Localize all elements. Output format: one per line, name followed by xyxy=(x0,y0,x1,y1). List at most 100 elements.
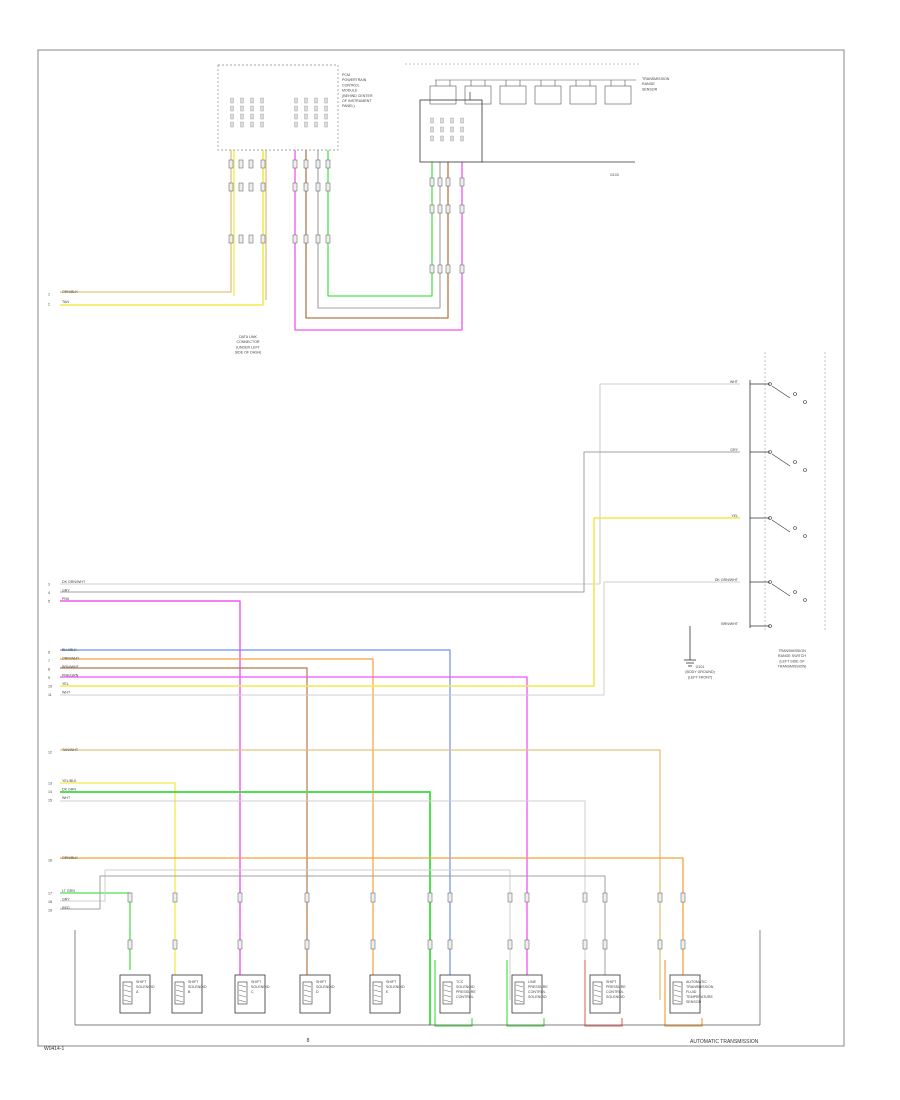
coil-turn xyxy=(175,994,184,998)
component-label-line: SOLENOID xyxy=(386,985,405,989)
pin-mark xyxy=(250,97,254,104)
coil-turn xyxy=(373,999,382,1003)
pin-mark xyxy=(314,113,318,120)
connector-mark xyxy=(602,892,608,903)
coil-turn xyxy=(593,999,602,1003)
component-coil xyxy=(122,981,133,1005)
component-label-line: AUTOMATIC xyxy=(686,980,707,984)
wire-label: ORN/WHT xyxy=(62,657,80,661)
pin-mark xyxy=(304,113,308,120)
connector-mark xyxy=(524,892,530,903)
pin-mark xyxy=(230,105,234,112)
pin-mark xyxy=(250,113,254,120)
connector-mark xyxy=(303,234,309,244)
connector-mark xyxy=(325,159,331,169)
component-label-line: SOLENOID xyxy=(188,985,207,989)
connector-mark xyxy=(292,159,298,169)
component-coil xyxy=(672,981,683,1005)
component-coil xyxy=(592,981,603,1005)
wire-gry xyxy=(60,451,740,593)
coil-turn xyxy=(303,999,312,1003)
coil-turn xyxy=(175,999,184,1003)
switch-contact xyxy=(768,624,772,628)
pin-number: 14 xyxy=(48,790,52,794)
connector-mark xyxy=(238,234,244,244)
switch-contact xyxy=(793,590,797,594)
wire-label: DK GRN xyxy=(62,788,76,792)
switch-cell xyxy=(569,85,597,105)
wire-blu-blk xyxy=(60,649,451,1000)
component-label-line: SHIFT xyxy=(136,980,147,984)
pin-number: 2 xyxy=(48,303,50,307)
coil-turn xyxy=(673,994,682,998)
connector-mark xyxy=(445,204,451,214)
switch-contact xyxy=(768,450,772,454)
range-switch-wire-label: WHT xyxy=(730,380,739,384)
component-label-line: LINE xyxy=(528,980,537,984)
connector-mark xyxy=(315,182,321,192)
component-label-line: TCC xyxy=(456,980,464,984)
connector-mark xyxy=(237,939,243,950)
pin-number: 5 xyxy=(48,600,50,604)
component-label-line: SOLENOID xyxy=(251,985,270,989)
pin-mark xyxy=(294,97,298,104)
wire-label: DK GRN/WHT xyxy=(62,580,86,584)
pin-mark xyxy=(304,105,308,112)
pin-mark xyxy=(260,121,264,128)
connector-mark xyxy=(447,892,453,903)
coil-turn xyxy=(303,984,312,988)
connector-mark xyxy=(304,892,310,903)
component-label-line: SHIFT xyxy=(606,980,617,984)
component-label-line: PRESSURE xyxy=(528,985,548,989)
pin-mark xyxy=(324,121,328,128)
wire-grn-loop xyxy=(327,150,433,297)
wire-label: ORN/BLK xyxy=(62,856,78,860)
component-label-line: SOLENOID xyxy=(606,995,625,999)
wire-dkgrn-wht xyxy=(60,383,740,585)
component-label-line: PRESSURE xyxy=(456,990,476,994)
ground-label: G103 xyxy=(610,173,619,177)
pcm-label-line: PCM xyxy=(342,73,350,77)
wire-red xyxy=(60,875,606,1000)
switch-blade xyxy=(771,519,791,533)
coil-turn xyxy=(443,989,452,993)
pin-mark xyxy=(440,126,444,133)
pin-mark xyxy=(260,97,264,104)
pin-mark xyxy=(250,105,254,112)
footer-left-code: W0414-1 xyxy=(44,1046,65,1052)
wire-orn-wht xyxy=(60,658,374,1000)
switch-contact xyxy=(768,516,772,520)
connector-mark xyxy=(248,182,254,192)
component-label-line: CONTROL xyxy=(606,990,624,994)
range-switch-label-line: TRANSMISSION) xyxy=(778,665,807,669)
connector-mark xyxy=(228,182,234,192)
pin-mark xyxy=(430,117,434,124)
pcm-label-line: POWERTRAIN xyxy=(342,78,367,82)
component-coil xyxy=(372,981,383,1005)
range-sensor-box xyxy=(419,99,483,163)
connector-mark xyxy=(459,204,465,214)
component-return xyxy=(664,960,703,1027)
coil-turn xyxy=(443,999,452,1003)
pin-mark xyxy=(240,105,244,112)
switch-contact xyxy=(793,460,797,464)
switch-contact xyxy=(768,382,772,386)
pin-mark xyxy=(260,105,264,112)
wire-label: BLU/BLK xyxy=(62,648,77,652)
wire-wht-2 xyxy=(60,800,586,1000)
coil-turn xyxy=(303,994,312,998)
switch-cell xyxy=(534,85,562,105)
wire-label: LT GRN xyxy=(62,889,75,893)
pin-number: 9 xyxy=(48,676,50,680)
pin-mark xyxy=(250,121,254,128)
coil-turn xyxy=(373,994,382,998)
junction-label-line: DATA LINK xyxy=(239,335,257,339)
junction-label-line: (UNDER LEFT xyxy=(236,345,261,349)
pin-mark xyxy=(460,126,464,133)
coil-turn xyxy=(515,989,524,993)
switch-contact xyxy=(803,468,807,472)
component-layer xyxy=(37,49,845,1047)
pin-mark xyxy=(230,121,234,128)
component-label-line: SOLENOID xyxy=(136,985,155,989)
